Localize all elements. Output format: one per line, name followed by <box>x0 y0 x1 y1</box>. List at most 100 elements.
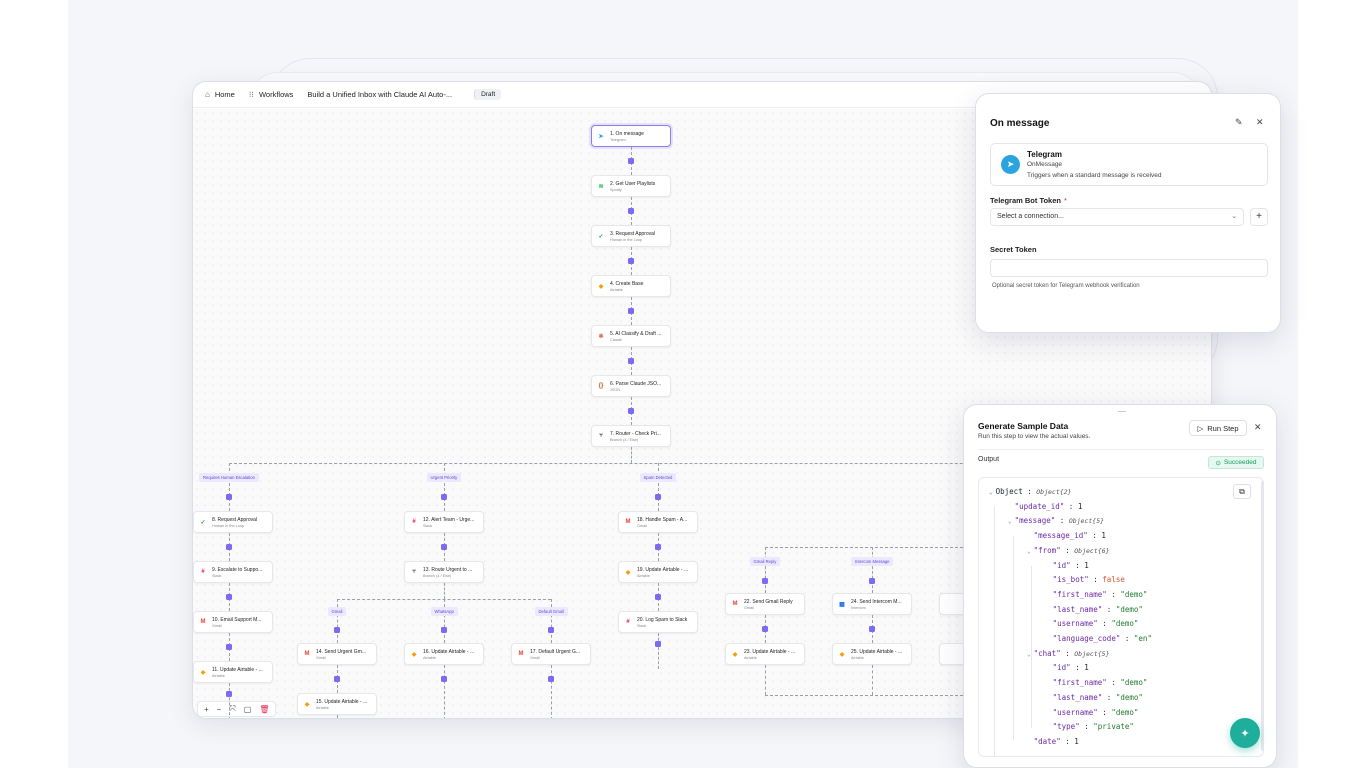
add-step-icon[interactable] <box>628 258 634 264</box>
workflow-node[interactable]: ✱5. AI Classify & Draft ...Claude <box>591 325 671 347</box>
add-step-icon[interactable] <box>334 676 340 682</box>
add-step-icon[interactable] <box>869 578 875 584</box>
add-step-icon[interactable] <box>548 676 554 682</box>
node-app: Intercom <box>851 605 866 610</box>
add-step-icon[interactable] <box>441 544 447 550</box>
json-value: "demo" <box>1120 678 1148 688</box>
add-step-icon[interactable] <box>628 158 634 164</box>
add-step-icon[interactable] <box>441 676 447 682</box>
run-step-button[interactable]: ▷ Run Step <box>1189 420 1247 436</box>
fit-view-icon[interactable]: ⤧ <box>229 704 236 713</box>
add-step-icon[interactable] <box>334 627 340 633</box>
scrollbar[interactable] <box>1261 481 1264 751</box>
workflow-node[interactable]: ⑂13. Route Urgent to ...Branch (4 / Else… <box>404 561 484 583</box>
add-step-icon[interactable] <box>655 494 661 500</box>
close-icon[interactable]: ✕ <box>1256 117 1264 127</box>
workflow-node[interactable]: ◆23. Update Airtable - ...Airtable <box>725 643 805 665</box>
ai-assistant-button[interactable]: ✦ <box>1230 718 1260 748</box>
workflow-node[interactable]: #12. Alert Team - Urge...Slack <box>404 511 484 533</box>
json-value: "private" <box>1093 722 1134 732</box>
add-step-icon[interactable] <box>655 544 661 550</box>
workflow-node[interactable]: ◆15. Update Airtable - ...Airtable <box>297 693 377 715</box>
chevron-down-icon[interactable]: ⌄ <box>989 489 993 496</box>
chevron-down-icon[interactable]: ⌄ <box>1008 518 1012 526</box>
json-key: "from" <box>1033 545 1061 555</box>
copy-icon[interactable]: ⧉ <box>1233 484 1251 499</box>
workflow-node[interactable]: ⑂7. Router - Check Pri...Branch (4 / Els… <box>591 425 671 447</box>
add-step-icon[interactable] <box>762 578 768 584</box>
workflow-node[interactable]: ▦24. Send Intercom M...Intercom <box>832 593 912 615</box>
edit-icon[interactable]: ✎ <box>1235 117 1243 127</box>
branch-label: WhatsApp <box>430 607 458 616</box>
add-step-icon[interactable] <box>226 594 232 600</box>
workflow-node[interactable]: ◆16. Update Airtable - ...Airtable <box>404 643 484 665</box>
secret-token-input[interactable] <box>990 259 1268 277</box>
node-app: Spotify <box>610 187 622 192</box>
json-output-viewer[interactable]: ⧉ ⌄Object : Object{2}⌄"update_id" : 1⌄"m… <box>978 477 1264 757</box>
breadcrumb-workflow-title[interactable]: Build a Unified Inbox with Claude AI Aut… <box>307 90 452 99</box>
chevron-down-icon[interactable]: ⌄ <box>1027 650 1031 658</box>
workflow-node[interactable]: {}6. Parse Claude JSO...JSON <box>591 375 671 397</box>
breadcrumb-home[interactable]: ⌂ Home <box>205 90 235 99</box>
json-value: false <box>1102 575 1125 585</box>
connector-line <box>765 547 766 593</box>
minimap-icon[interactable]: ▢ <box>243 704 252 714</box>
chevron-down-icon[interactable]: ⌄ <box>1027 547 1031 555</box>
add-step-icon[interactable] <box>628 408 634 414</box>
add-step-icon[interactable] <box>869 626 875 632</box>
json-line[interactable]: ⌄"message" : Object{5} <box>1008 516 1105 526</box>
delete-icon[interactable]: 🗑 <box>259 704 270 714</box>
breadcrumb-home-label: Home <box>214 90 235 99</box>
node-app: Gmail <box>212 623 222 628</box>
add-step-icon[interactable] <box>628 308 634 314</box>
zoom-out-icon[interactable]: − <box>216 704 222 714</box>
breadcrumb-workflows[interactable]: ⁝⁝ Workflows <box>249 90 294 99</box>
add-step-icon[interactable] <box>548 627 554 633</box>
required-mark: * <box>1063 196 1067 205</box>
tree-guide <box>994 506 995 756</box>
json-line[interactable]: ⌄"chat" : Object{5} <box>1027 648 1110 658</box>
drag-handle[interactable] <box>1118 411 1126 412</box>
gmail-icon: M <box>518 651 524 657</box>
json-key: Object <box>995 487 1023 496</box>
check-circle-icon: ✓ <box>598 233 604 240</box>
add-step-icon[interactable] <box>655 641 661 647</box>
connection-select[interactable]: Select a connection... ⌄ <box>990 208 1244 226</box>
json-line[interactable]: ⌄"from" : Object{6} <box>1027 545 1110 555</box>
add-step-icon[interactable] <box>441 494 447 500</box>
workflow-node[interactable]: ◆11. Update Airtable - ...Airtable <box>193 661 273 683</box>
add-step-icon[interactable] <box>762 626 768 632</box>
divider <box>978 449 1264 450</box>
connector-line <box>658 633 659 669</box>
workflow-node[interactable]: #9. Escalate to Suppo...Slack <box>193 561 273 583</box>
add-connection-button[interactable]: + <box>1250 208 1268 226</box>
add-step-icon[interactable] <box>226 494 232 500</box>
add-step-icon[interactable] <box>655 594 661 600</box>
json-line[interactable]: ⌄Object : Object{2} <box>989 487 1072 496</box>
add-step-icon[interactable] <box>628 358 634 364</box>
workflow-node[interactable]: ◆19. Update Airtable - ...Airtable <box>618 561 698 583</box>
add-step-icon[interactable] <box>441 627 447 633</box>
add-step-icon[interactable] <box>628 208 634 214</box>
telegram-icon: ➤ <box>1001 155 1020 174</box>
add-step-icon[interactable] <box>226 544 232 550</box>
workflow-node[interactable]: ◆25. Update Airtable - ...Airtable <box>832 643 912 665</box>
add-step-icon[interactable] <box>226 691 232 697</box>
close-icon[interactable]: ✕ <box>1254 422 1262 432</box>
node-title: 3. Request Approval <box>610 230 656 237</box>
node-title: 17. Default Urgent G... <box>530 648 581 655</box>
zoom-in-icon[interactable]: + <box>204 704 209 714</box>
add-step-icon[interactable] <box>226 644 232 650</box>
check-circle-icon: ⊙ <box>1215 459 1221 467</box>
